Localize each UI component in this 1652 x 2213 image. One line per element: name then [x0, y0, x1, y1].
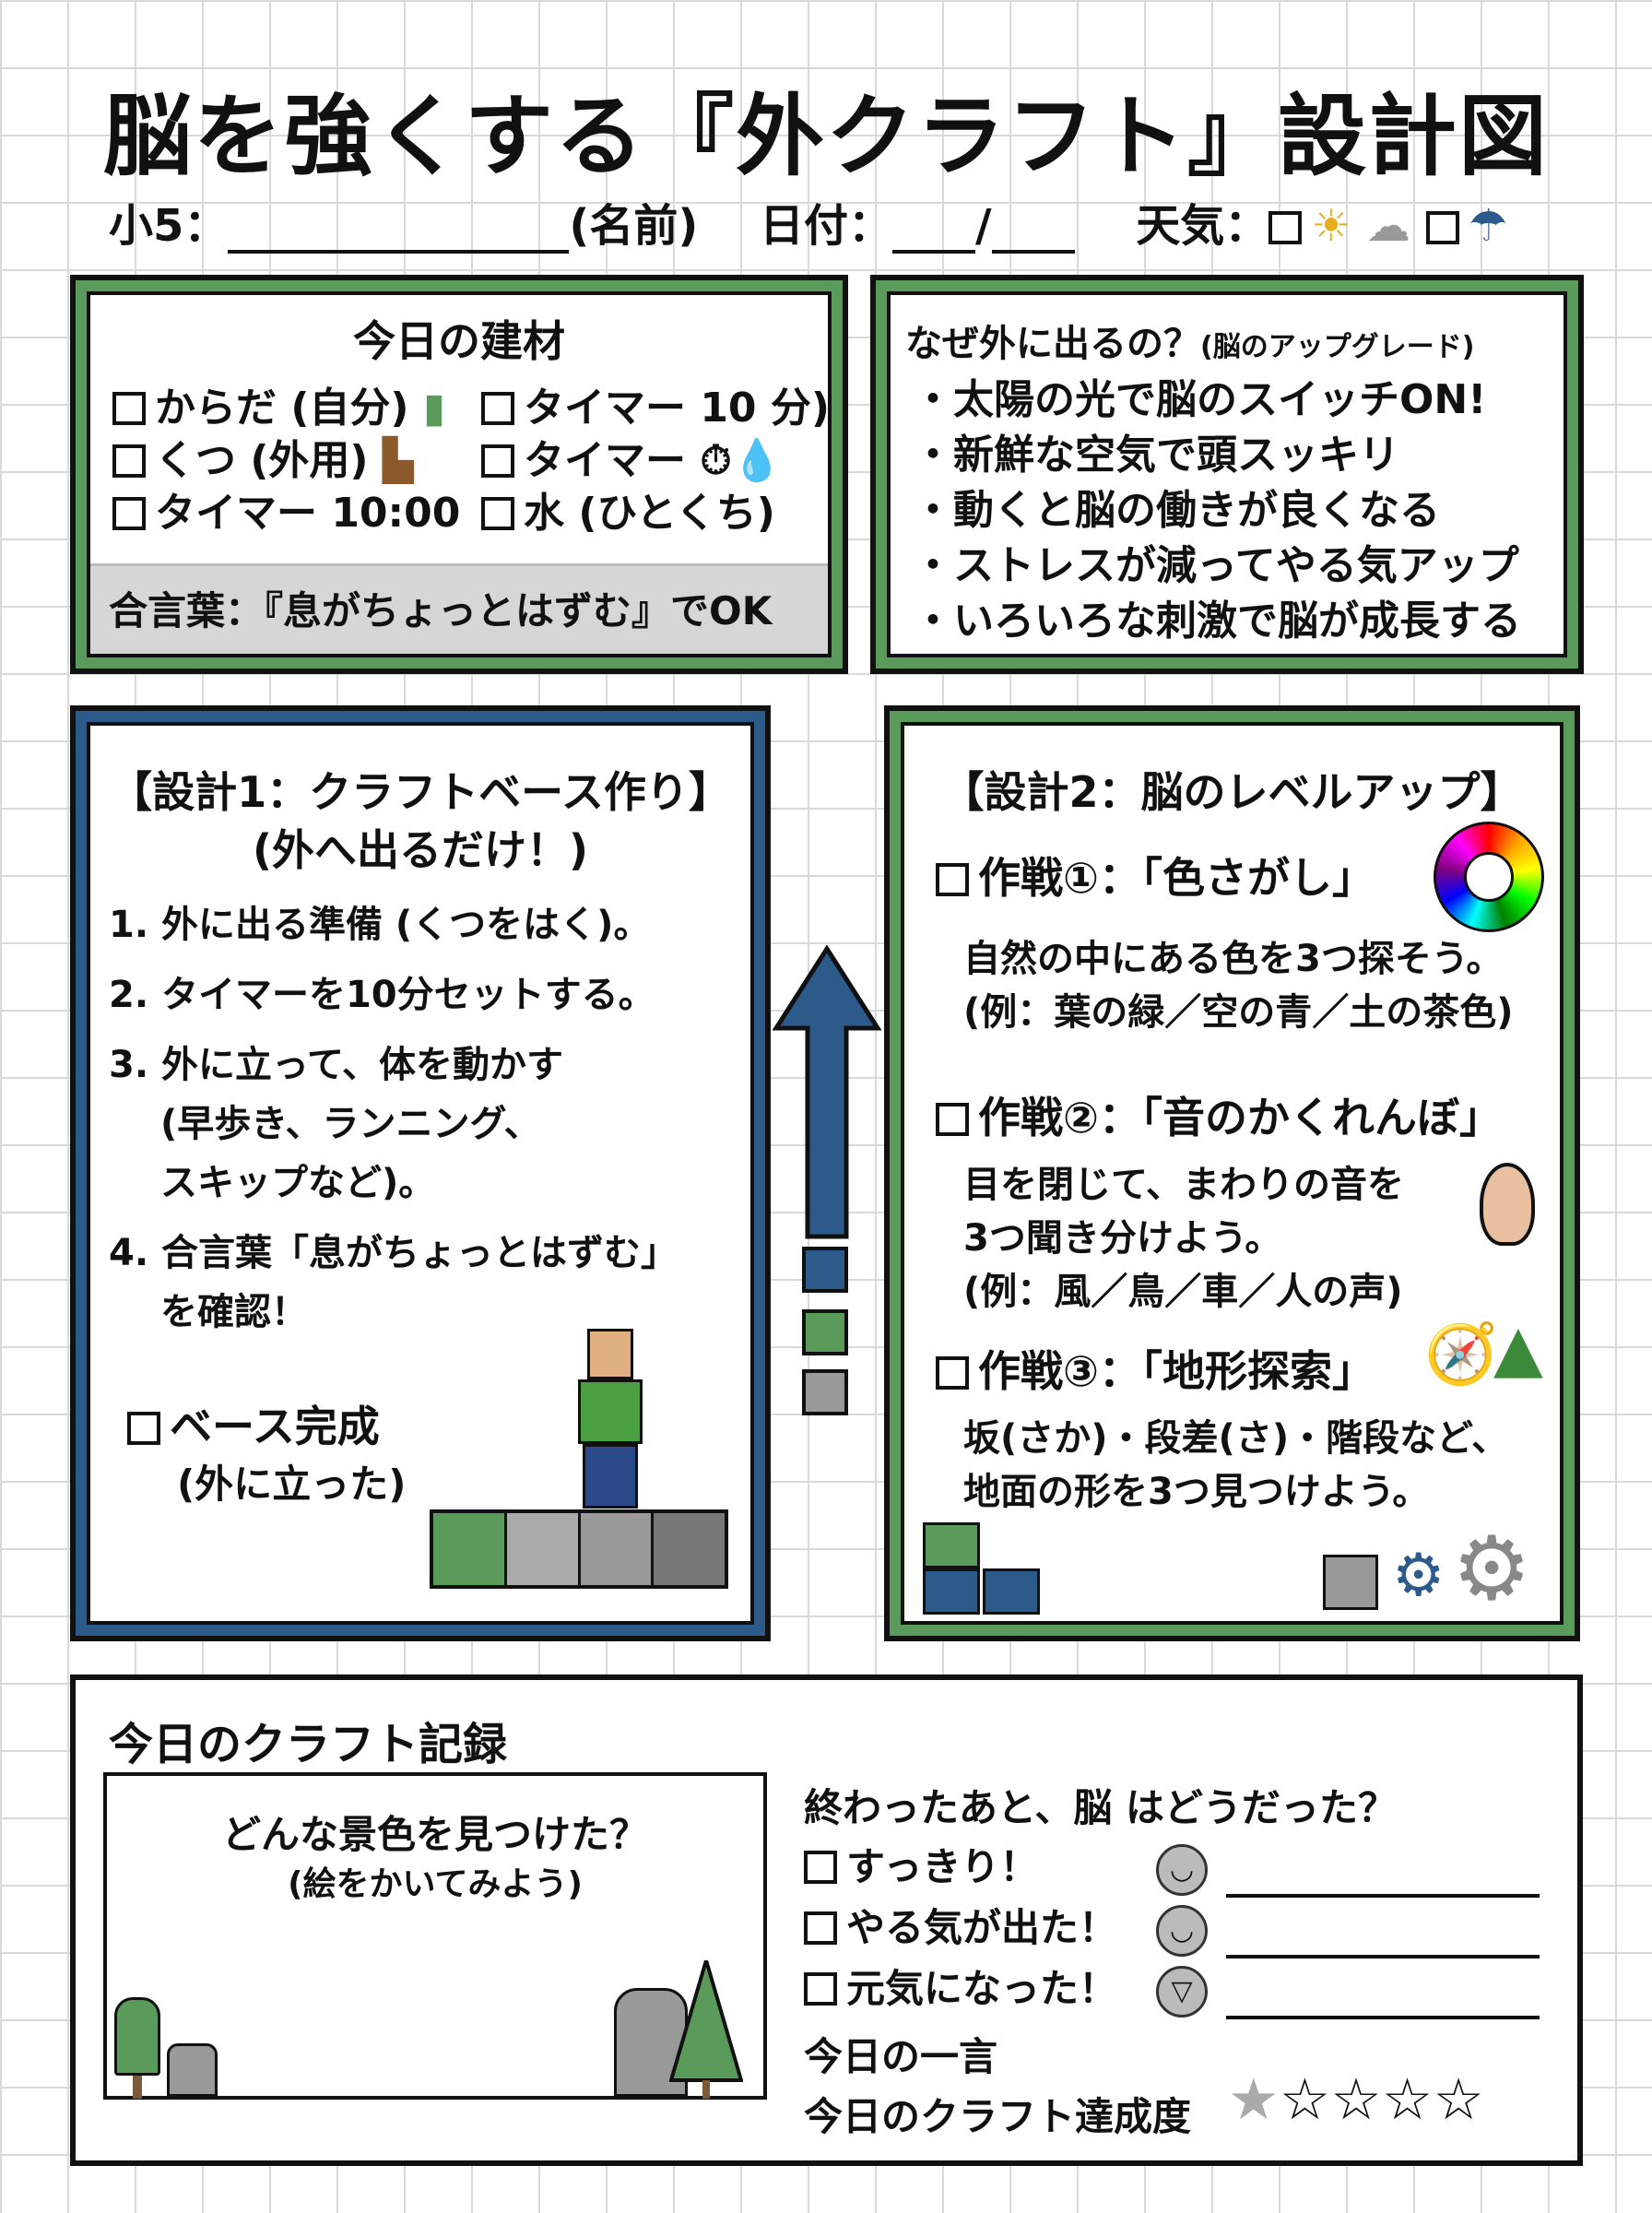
- material-item[interactable]: タイマー 10:00: [112, 487, 472, 539]
- gear-icon: ⚙: [1392, 1542, 1446, 1610]
- answer-line[interactable]: [1226, 1982, 1540, 2019]
- mission-2-checkbox[interactable]: 作戦②：「音のかくれんぼ」: [936, 1084, 1502, 1145]
- materials-heading: 今日の建材: [353, 316, 565, 366]
- water-drop-icon: 💧: [731, 437, 783, 485]
- why-heading: なぜ外に出るの？(脳のアップグレード): [905, 323, 1475, 365]
- base-complete-checkbox[interactable]: ベース完成: [127, 1393, 380, 1454]
- star-icon[interactable]: ☆: [1279, 2065, 1331, 2133]
- laugh-face-icon: ▽: [1156, 1965, 1208, 2018]
- design2-heading: 【設計2：脳のレベルアップ】: [941, 767, 1523, 817]
- gear-icon: ⚙: [1452, 1517, 1532, 1620]
- grin-face-icon: ◡: [1156, 1904, 1208, 1957]
- day-field[interactable]: [991, 211, 1075, 254]
- base-complete-sub: (外に立った): [177, 1462, 407, 1507]
- grade-label: 小5：: [109, 200, 229, 252]
- material-item[interactable]: タイマー 10 分): [481, 382, 841, 434]
- block-row: [430, 1509, 728, 1589]
- why-item: ・新鮮な空気で頭スッキリ: [913, 432, 1399, 479]
- why-item: ・ストレスが減ってやる気アップ: [913, 542, 1519, 589]
- color-wheel-icon: [1434, 822, 1544, 932]
- person-icon: ▮: [422, 385, 446, 432]
- mission-text: 目を閉じて、まわりの音を: [963, 1164, 1404, 1206]
- step-2: 2. タイマーを10分セットする。: [109, 974, 655, 1016]
- month-field[interactable]: [892, 211, 976, 254]
- design1-heading: 【設計1：クラフトベース作り】: [110, 767, 731, 817]
- material-item[interactable]: くつ (外用) ▙: [112, 434, 472, 487]
- blue-block-icon: [802, 1247, 848, 1293]
- pine-tree-icon: ▲: [1493, 1310, 1543, 1386]
- weather-checkbox-sunny[interactable]: [1268, 211, 1303, 244]
- drawing-sub: (絵をかいてみよう): [288, 1865, 583, 1903]
- rating-label: 今日のクラフト達成度: [804, 2094, 1192, 2139]
- password-bar: 合言葉：『息がちょっとはずむ』でOK: [90, 563, 828, 654]
- green-block-icon: [802, 1309, 848, 1355]
- design1-sub: (外へ出るだけ！): [252, 825, 589, 875]
- compass-icon: 🧭: [1424, 1320, 1498, 1389]
- mission-text: (例：風／鳥／車／人の声): [963, 1271, 1403, 1313]
- star-rating[interactable]: ★☆☆☆☆: [1228, 2065, 1484, 2133]
- cubes-icon: [923, 1522, 1052, 1624]
- why-item: ・いろいろな刺激で脳が成長する: [913, 598, 1521, 645]
- material-item[interactable]: からだ (自分) ▮: [112, 382, 472, 434]
- name-field[interactable]: [228, 211, 570, 254]
- drawing-area[interactable]: どんな景色を見つけた？ (絵をかいてみよう): [103, 1772, 767, 2100]
- step-3-detail: (早歩き、ランニング、: [160, 1103, 541, 1145]
- feeling-option[interactable]: 元気になった！▽: [804, 1959, 1540, 2019]
- material-item[interactable]: 水 (ひとくち): [481, 487, 841, 539]
- info-line: 小5： (名前) 日付： / 天気： ☀ ☁ ☂: [109, 189, 1508, 254]
- mission-text: 地面の形を3つ見つけよう。: [963, 1471, 1430, 1513]
- feeling-question: 終わったあと、脳 はどうだった？: [804, 1785, 1397, 1830]
- materials-panel: 今日の建材 からだ (自分) ▮ くつ (外用) ▙ タイマー 10:00 タイ…: [70, 275, 848, 674]
- record-panel: 今日のクラフト記録 どんな景色を見つけた？ (絵をかいてみよう) 終わったあと、…: [70, 1675, 1583, 2166]
- up-arrow-icon: [772, 944, 882, 1240]
- mission-1-checkbox[interactable]: 作戦①：「色さがし」: [936, 845, 1375, 905]
- step-3: 3. 外に立って、体を動かす: [109, 1044, 563, 1086]
- pine-tree-icon: [668, 1953, 744, 2099]
- design2-panel: 【設計2：脳のレベルアップ】 作戦①：「色さがし」 自然の中にある色を3つ探そう…: [884, 705, 1580, 1641]
- step-4: 4. 合言葉「息がちょっとはずむ」: [109, 1232, 678, 1274]
- feeling-option[interactable]: やる気が出た！◡: [804, 1898, 1540, 1959]
- word-label: 今日の一言: [804, 2034, 998, 2079]
- step-1: 1. 外に出る準備 (くつをはく)。: [109, 904, 651, 946]
- cloud-icon: ☁: [1366, 200, 1411, 252]
- mission-text: 坂(さか)・段差(さ)・階段など、: [963, 1417, 1509, 1460]
- why-panel: なぜ外に出るの？(脳のアップグレード) ・太陽の光で脳のスイッチON! ・新鮮な…: [870, 275, 1584, 674]
- name-label: (名前): [569, 200, 699, 252]
- ear-icon: [1480, 1163, 1535, 1246]
- star-icon[interactable]: ☆: [1433, 2065, 1484, 2133]
- answer-line[interactable]: [1226, 1922, 1540, 1959]
- gray-cube-icon: [1323, 1555, 1378, 1610]
- record-heading: 今日のクラフト記録: [109, 1719, 508, 1770]
- step-4-detail: を確認！: [160, 1291, 308, 1333]
- weather-checkbox-rain[interactable]: [1425, 211, 1459, 244]
- why-item: ・動くと脳の働きが良くなる: [913, 487, 1440, 534]
- page-title: 脳を強くする『外クラフト』設計図: [103, 85, 1549, 188]
- date-sep: /: [975, 200, 992, 252]
- answer-line[interactable]: [1226, 1861, 1540, 1898]
- mission-3-checkbox[interactable]: 作戦③：「地形探索」: [936, 1338, 1375, 1399]
- sun-icon: ☀: [1311, 200, 1351, 252]
- mission-text: 自然の中にある色を3つ探そう。: [963, 938, 1504, 980]
- star-icon[interactable]: ★: [1228, 2065, 1280, 2133]
- umbrella-icon: ☂: [1468, 200, 1508, 252]
- weather-label: 天気：: [1136, 200, 1269, 252]
- gray-block-icon: [802, 1369, 848, 1415]
- mission-text: 3つ聞き分けよう。: [963, 1217, 1282, 1260]
- rock-icon: [167, 2043, 218, 2097]
- tree-icon: [114, 1997, 160, 2099]
- material-item[interactable]: タイマー ⏱💧: [481, 434, 841, 487]
- smile-face-icon: ◡: [1156, 1843, 1208, 1896]
- why-item: ・太陽の光で脳のスイッチON!: [913, 376, 1487, 423]
- boot-icon: ▙: [382, 437, 414, 485]
- star-icon[interactable]: ☆: [1330, 2065, 1382, 2133]
- drawing-title: どんな景色を見つけた？: [221, 1812, 648, 1857]
- walking-person-icon: [564, 1329, 656, 1513]
- mission-text: (例：葉の緑／空の青／土の茶色): [963, 991, 1514, 1034]
- step-3-detail: スキップなど)。: [160, 1162, 436, 1204]
- star-icon[interactable]: ☆: [1381, 2065, 1434, 2133]
- feeling-option[interactable]: すっきり！◡: [804, 1837, 1540, 1898]
- stopwatch-icon: ⏱: [700, 437, 732, 485]
- date-label: 日付：: [760, 200, 893, 252]
- design1-panel: 【設計1：クラフトベース作り】 (外へ出るだけ！) 1. 外に出る準備 (くつを…: [70, 705, 771, 1641]
